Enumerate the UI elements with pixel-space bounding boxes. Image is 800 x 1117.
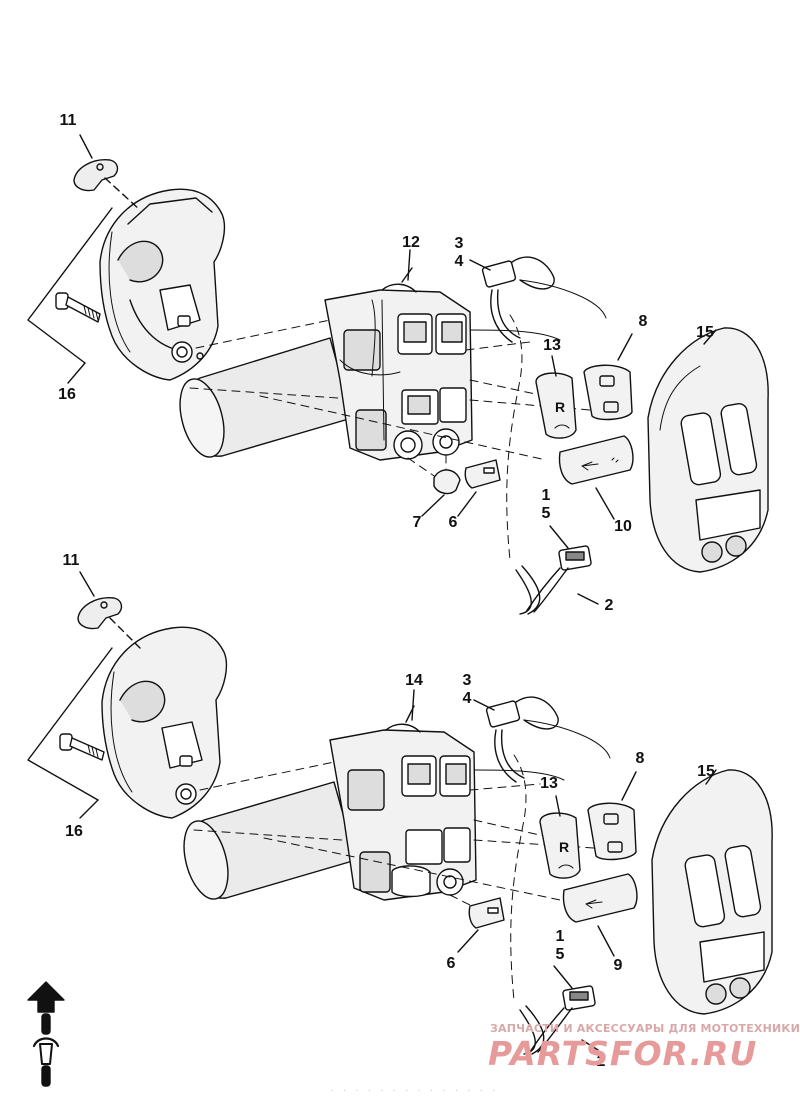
leader-8b — [621, 771, 637, 801]
callout-6: 6 — [448, 514, 458, 531]
callout-10: 10 — [614, 518, 632, 535]
leader-15b — [705, 769, 717, 785]
callout-15: 15 — [696, 324, 714, 341]
callout-15b: 15 — [697, 763, 715, 780]
leader-12 — [407, 249, 411, 281]
switch-housing-b — [101, 626, 228, 819]
callout-4b: 4 — [462, 690, 472, 707]
switch-module — [324, 267, 473, 461]
handlebar-grip-b — [183, 781, 357, 900]
switch-cap-10 — [558, 435, 634, 485]
switch-cap-8 — [583, 364, 633, 421]
leader-13b — [555, 795, 561, 817]
switch-module-b — [329, 705, 477, 901]
figure-code: . . . . . . . . . . . . . . — [330, 1085, 498, 1093]
reverse-glyph: R — [555, 399, 565, 415]
wire-harness-connector-b — [473, 696, 611, 783]
horn-glyph-b — [558, 864, 574, 869]
callout-2: 2 — [604, 597, 614, 614]
leader-3-4b — [473, 699, 495, 711]
leader-15 — [703, 329, 717, 345]
leader-13 — [551, 355, 557, 377]
leader-6b — [457, 929, 479, 953]
callout-3b: 3 — [462, 672, 472, 689]
arrow-up-icon — [27, 981, 65, 1013]
bracket-line-16 — [27, 207, 113, 364]
cap-6-b — [468, 897, 505, 929]
callout-3: 3 — [454, 235, 464, 252]
lower-assembly: R — [27, 571, 773, 1055]
callout-1: 1 — [541, 487, 551, 504]
clip-part — [73, 159, 119, 192]
leader-6 — [457, 491, 477, 517]
motorcycle-top-view-icon — [32, 1013, 60, 1087]
callout-2b: 2 — [596, 1053, 606, 1070]
leader-11 — [79, 134, 93, 159]
callout-8b: 8 — [635, 750, 645, 767]
guide-11b — [109, 617, 141, 649]
callout-9: 9 — [613, 957, 623, 974]
callout-8: 8 — [638, 313, 648, 330]
upper-assembly: R — [27, 134, 769, 615]
switch-cap-13-b — [539, 812, 581, 879]
callout-13: 13 — [543, 337, 561, 354]
callout-16b: 16 — [65, 823, 83, 840]
callout-6b: 6 — [446, 955, 456, 972]
callout-11b: 11 — [62, 552, 80, 569]
leader-16b — [79, 799, 99, 819]
callout-5b: 5 — [555, 946, 565, 963]
wire-harness-connector — [469, 256, 607, 343]
switch-cap-8-b — [587, 802, 637, 861]
callout-16: 16 — [58, 386, 76, 403]
horn-glyph — [554, 424, 570, 429]
guide-11 — [104, 177, 141, 211]
leader-2 — [577, 593, 599, 605]
upper-housing-15 — [647, 327, 769, 573]
reverse-glyph-b: R — [559, 839, 569, 855]
leader-5b — [553, 965, 573, 989]
screw-part-b — [59, 733, 105, 761]
leader-8 — [617, 333, 633, 361]
callout-7: 7 — [412, 514, 422, 531]
bracket-line-16b — [27, 647, 113, 801]
leader-5 — [549, 525, 569, 549]
leader-14 — [411, 689, 415, 721]
guide-lines-b — [193, 754, 595, 1001]
connector-1-5 — [515, 545, 592, 615]
callout-4: 4 — [454, 253, 464, 270]
switch-housing — [99, 188, 226, 381]
leader-3-4 — [469, 259, 491, 271]
callout-5: 5 — [541, 505, 551, 522]
callout-1b: 1 — [555, 928, 565, 945]
leader-10 — [595, 487, 615, 520]
watermark-caption: ЗАПЧАСТИ И АКСЕССУАРЫ ДЛЯ МОТОТЕХНИКИ — [490, 1022, 800, 1035]
leader-2b — [581, 1039, 599, 1051]
leader-16 — [67, 362, 86, 384]
handlebar-grip — [179, 337, 353, 458]
callout-13b: 13 — [540, 775, 558, 792]
connector-1-5-b — [519, 985, 596, 1055]
leader-11b — [79, 571, 95, 597]
guide-lines — [189, 314, 591, 561]
clip-part-b — [77, 597, 123, 630]
switch-cap-13 — [535, 372, 577, 439]
cap-6 — [464, 459, 501, 489]
callout-12: 12 — [402, 234, 420, 251]
leader-7 — [421, 494, 445, 517]
callout-14: 14 — [405, 672, 423, 689]
leader-9 — [597, 925, 615, 957]
callout-11: 11 — [59, 112, 77, 129]
upper-housing-15-b — [651, 769, 773, 1015]
switch-cap-9 — [562, 873, 638, 923]
screw-part — [55, 292, 101, 323]
watermark-logo: PARTSFOR.RU — [488, 1034, 758, 1073]
cap-7 — [433, 469, 461, 495]
